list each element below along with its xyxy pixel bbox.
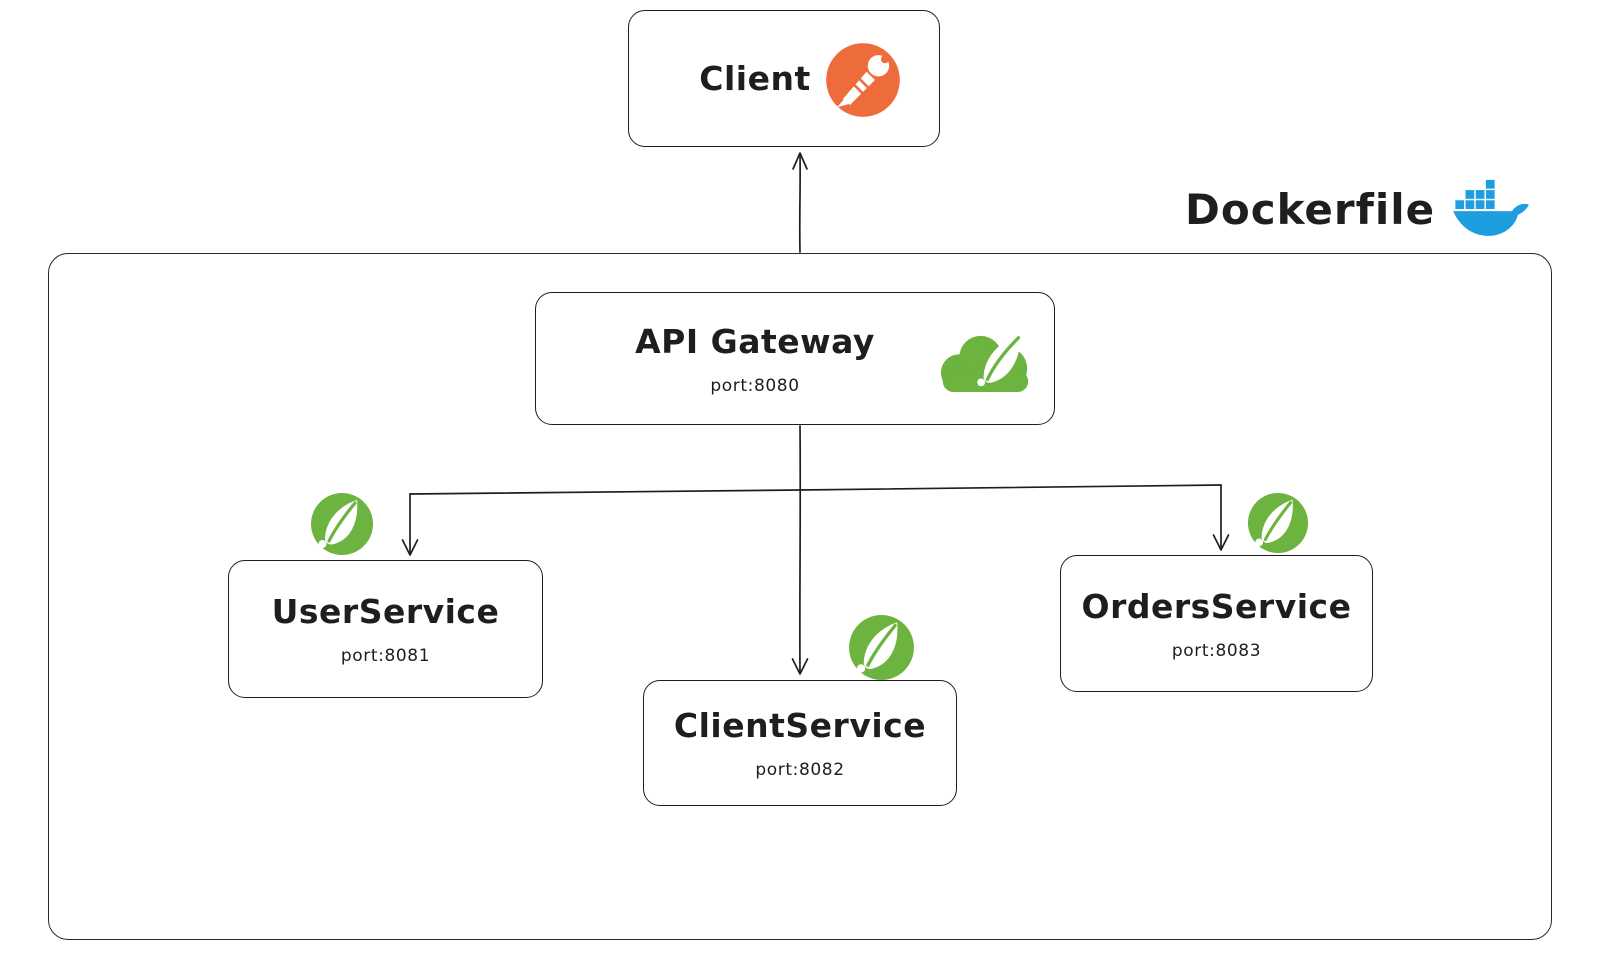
api-gateway-node: API Gateway port:8080 (535, 292, 1055, 425)
orders-service-title: OrdersService (1081, 586, 1352, 626)
client-service-title: ClientService (673, 706, 927, 745)
user-service-port: port:8081 (340, 646, 431, 666)
orders-service-port: port:8083 (1171, 640, 1262, 661)
client-service-port: port:8082 (755, 760, 845, 780)
orders-service-node: OrdersService port:8083 (1060, 555, 1373, 692)
api-gateway-port: port:8080 (710, 375, 800, 396)
spring-boot-icon (848, 614, 915, 681)
docker-icon (1453, 179, 1529, 236)
spring-cloud-icon (939, 332, 1030, 394)
user-service-title: UserService (271, 592, 500, 631)
postman-icon (825, 42, 901, 118)
user-service-node: UserService port:8081 (228, 560, 543, 698)
client-service-node: ClientService port:8082 (643, 680, 957, 806)
spring-boot-icon (1247, 492, 1309, 554)
dockerfile-label: Dockerfile (1185, 174, 1531, 244)
dockerfile-text: Dockerfile (1185, 184, 1436, 234)
spring-boot-icon (310, 492, 374, 556)
client-label: Client (699, 59, 811, 98)
client-node: Client (628, 10, 940, 147)
api-gateway-title: API Gateway (635, 321, 875, 361)
branch-line (409, 484, 1222, 495)
